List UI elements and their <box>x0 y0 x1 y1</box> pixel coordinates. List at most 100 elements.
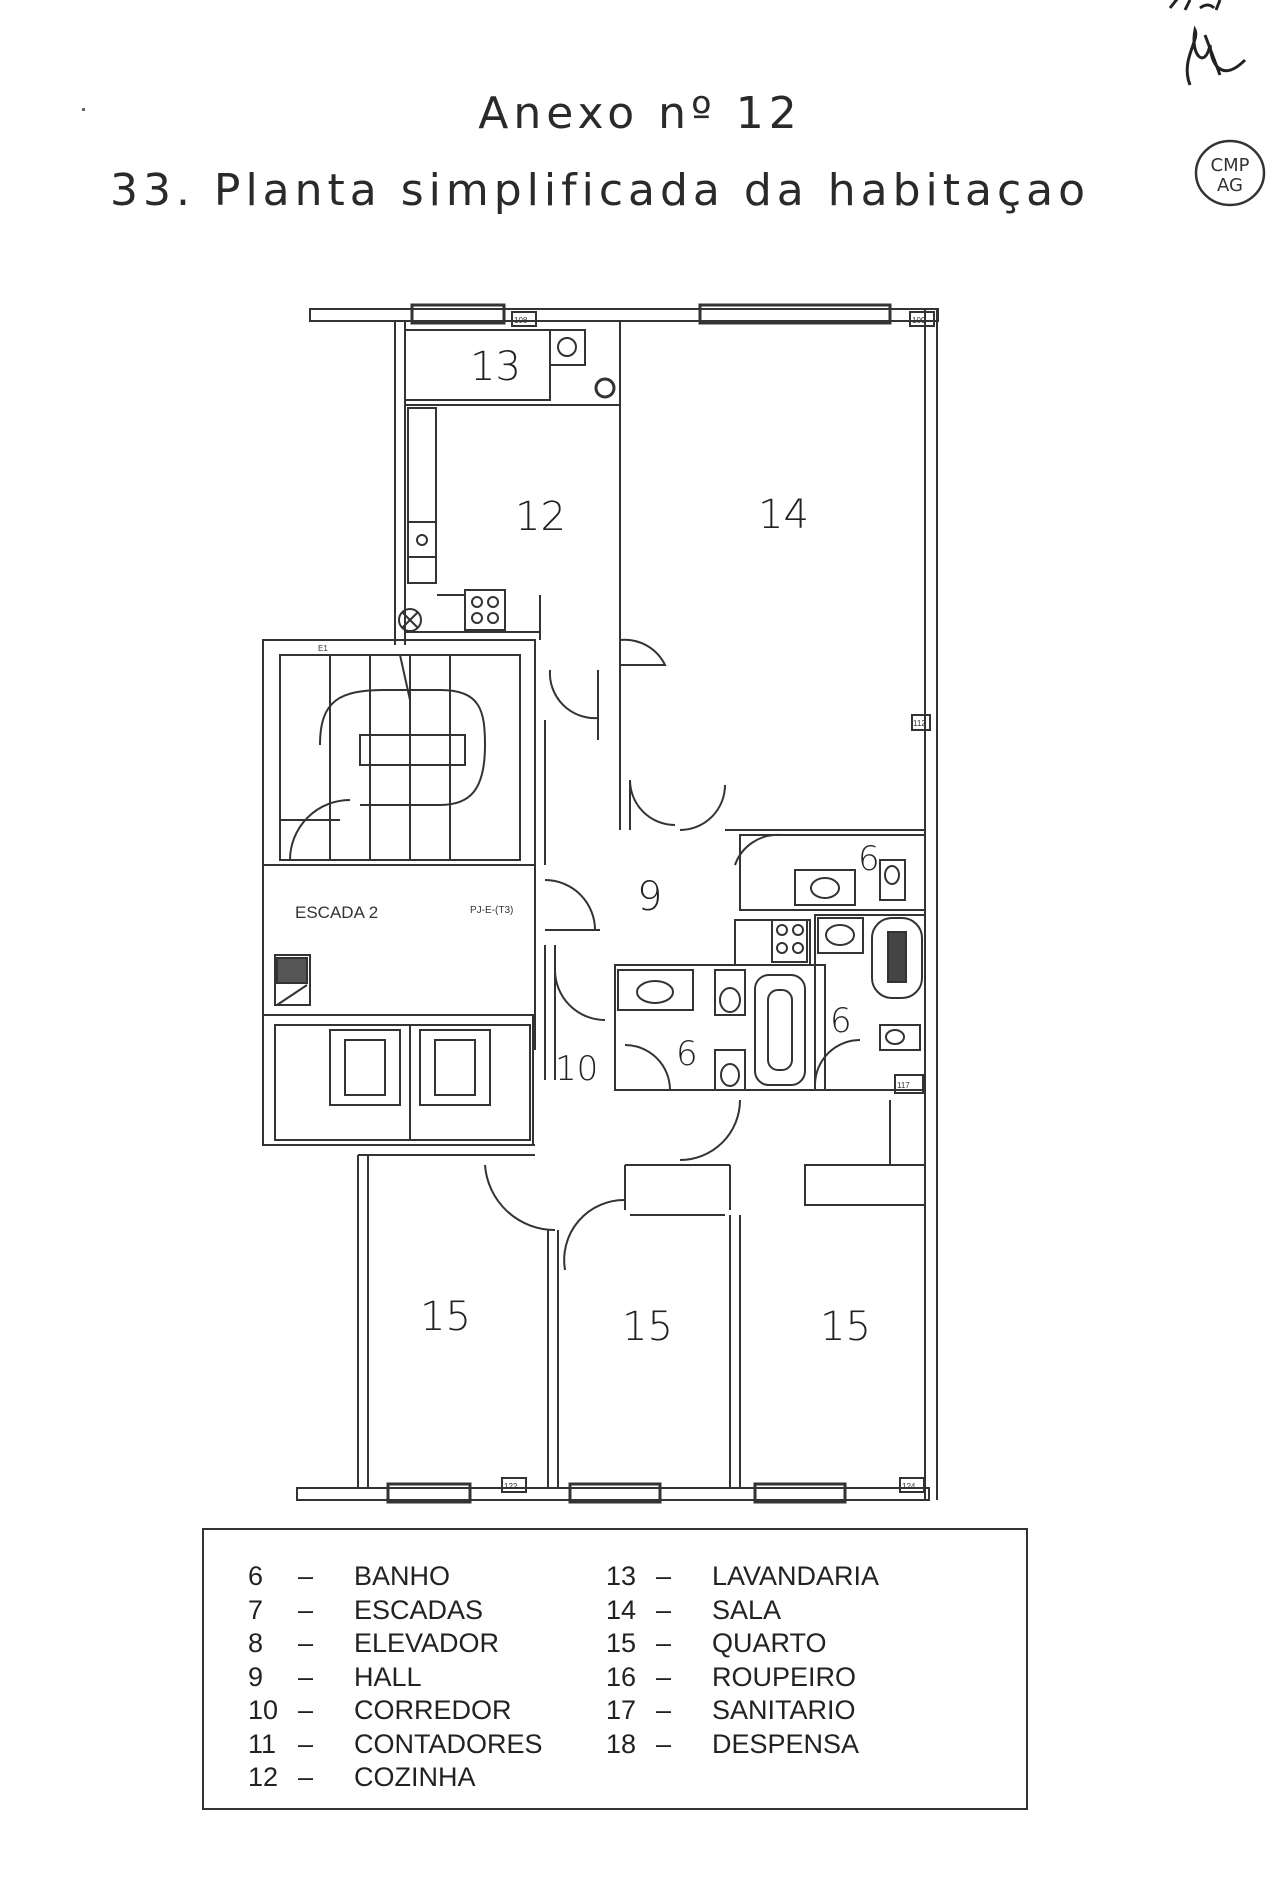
bathroom-top <box>739 834 926 911</box>
legend-item: 10– CORREDOR <box>248 1694 543 1728</box>
legend-number: 7 <box>248 1594 264 1625</box>
stove-icon <box>464 589 506 631</box>
legend-item: 15– QUARTO <box>606 1627 879 1661</box>
legend-dash: – <box>656 1661 672 1692</box>
bathroom-right <box>814 914 926 1091</box>
door-code: PJ-E-(T3) <box>470 905 513 916</box>
legend-dash: – <box>656 1628 672 1658</box>
stamp-line2: AG <box>1217 175 1243 196</box>
legend-room-name: DESPENSA <box>712 1728 860 1759</box>
outer-wall <box>309 308 939 322</box>
legend-number: 6 <box>248 1561 264 1591</box>
window-bottom-2 <box>568 1482 662 1504</box>
legend-item: 7 – ESCADAS <box>248 1594 543 1628</box>
legend-item: 12– COZINHA <box>248 1761 543 1795</box>
legend-dash: – <box>656 1695 672 1725</box>
legend-dash: – <box>298 1661 314 1692</box>
tag-124: 124 <box>902 1482 916 1491</box>
legend-room-name: SALA <box>712 1594 782 1625</box>
label-bath-center: 6 <box>676 1034 698 1074</box>
legend-number: 13 <box>606 1561 637 1591</box>
legend-number: 11 <box>248 1728 277 1759</box>
legend-number: 10 <box>248 1695 279 1725</box>
legend-number: 15 <box>606 1628 637 1658</box>
stairwell <box>262 639 536 866</box>
legend-item: 11– CONTADORES <box>248 1728 543 1762</box>
legend-number: 17 <box>606 1695 637 1725</box>
window-top-right <box>698 303 892 325</box>
label-bedroom-right: 15 <box>820 1304 871 1350</box>
legend-dash: – <box>298 1695 314 1725</box>
legend-item: 17– SANITARIO <box>606 1694 879 1728</box>
window-bottom-1 <box>386 1482 472 1504</box>
tag-108: 108 <box>514 316 528 325</box>
label-bedroom-middle: 15 <box>622 1304 673 1350</box>
legend-room-name: HALL <box>354 1661 422 1692</box>
legend-room-name: ELEVADOR <box>354 1628 500 1658</box>
label-corridor: 10 <box>555 1049 598 1089</box>
legend-number: 9 <box>248 1661 264 1692</box>
label-hall: 9 <box>637 874 662 920</box>
legend-dash: – <box>656 1594 672 1625</box>
legend-room-name: ESCADAS <box>354 1594 484 1625</box>
stair-label: ESCADA 2 <box>295 903 378 922</box>
legend-item: 9 – HALL <box>248 1661 543 1695</box>
legend-number: 12 <box>248 1762 279 1792</box>
tag-109: 109 <box>912 316 926 325</box>
label-bedroom-left: 15 <box>420 1294 471 1340</box>
label-laundry: 13 <box>470 344 521 390</box>
label-bath-right: 6 <box>830 1001 852 1041</box>
legend-room-name: CONTADORES <box>354 1728 543 1759</box>
legend-item: 13– LAVANDARIA <box>606 1560 879 1594</box>
legend-item: 16– ROUPEIRO <box>606 1661 879 1695</box>
legend-dash: – <box>656 1728 672 1759</box>
window-bottom-3 <box>753 1482 847 1504</box>
annex-title: Anexo nº 12 <box>478 88 802 139</box>
legend-dash: – <box>298 1728 314 1759</box>
tag-112: 112 <box>913 719 926 728</box>
tag-e1: E1 <box>318 644 328 653</box>
legend-room-name: BANHO <box>354 1561 451 1591</box>
legend-room-name: LAVANDARIA <box>712 1561 880 1591</box>
legend-number: 8 <box>248 1628 264 1658</box>
elevator-right-icon <box>419 1029 491 1106</box>
legend-item: 14– SALA <box>606 1594 879 1628</box>
window-top-left <box>410 303 506 325</box>
legend-room-name: QUARTO <box>712 1628 827 1658</box>
label-living: 14 <box>758 492 809 538</box>
stamp-line1: CMP <box>1211 155 1250 176</box>
legend-room-name: ROUPEIRO <box>712 1661 857 1692</box>
legend-item: 6 – BANHO <box>248 1560 543 1594</box>
stray-mark <box>82 108 85 111</box>
legend-dash: – <box>298 1762 314 1792</box>
legend-item: 8 – ELEVADOR <box>248 1627 543 1661</box>
legend-dash: – <box>656 1561 672 1591</box>
legend-dash: – <box>298 1594 314 1625</box>
legend-number: 18 <box>606 1728 637 1759</box>
laundry-machine <box>549 329 586 366</box>
legend-number: 14 <box>606 1594 637 1625</box>
outer-wall-bottom <box>296 1487 930 1501</box>
legend-item: 18– DESPENSA <box>606 1728 879 1762</box>
elevator-left-icon <box>329 1029 401 1106</box>
legend-room-name: CORREDOR <box>354 1695 512 1725</box>
stamp-icon: CMP AG <box>1194 139 1266 207</box>
legend-room-name: COZINHA <box>354 1762 476 1792</box>
legend-dash: – <box>298 1561 314 1591</box>
tag-122: 122 <box>504 1482 518 1491</box>
handwritten-signature-icon <box>1168 0 1247 86</box>
plan-subtitle: 33. Planta simplificada da habitaçao <box>109 165 1091 216</box>
label-bath-top: 6 <box>858 839 880 879</box>
tag-117: 117 <box>897 1081 910 1090</box>
bathroom-center <box>614 964 826 1091</box>
legend-dash: – <box>298 1628 314 1658</box>
kitchen-counter <box>407 407 437 584</box>
legend-room-name: SANITARIO <box>712 1695 856 1725</box>
label-kitchen: 12 <box>515 494 566 540</box>
legend-number: 16 <box>606 1661 637 1692</box>
kitchen-sink-icon <box>407 521 437 558</box>
